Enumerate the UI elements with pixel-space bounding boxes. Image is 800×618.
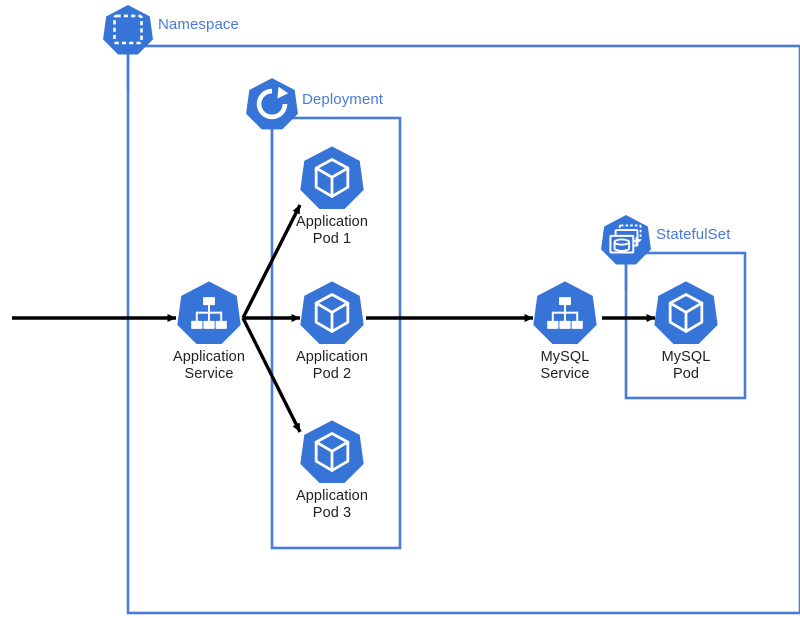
namespace-group-box [126, 44, 800, 615]
application-pod-2-node: Application Pod 2 [262, 347, 402, 383]
application-pod-2-icon [299, 280, 365, 346]
deployment-group-label: Deployment [302, 91, 384, 108]
statefulset-icon [600, 214, 652, 266]
application-pod-1-label: Application Pod 1 [295, 214, 369, 247]
namespace-group-label: Namespace [158, 16, 239, 33]
application-service-label: Application Service [172, 349, 246, 382]
mysql-pod-node: MySQL Pod [616, 347, 756, 383]
application-pod-3-node: Application Pod 3 [262, 486, 402, 522]
mysql-pod-label: MySQL Pod [661, 349, 711, 382]
connector-app-service-to-pod-3 [241, 317, 302, 433]
mysql-pod-icon [653, 280, 719, 346]
connector-app-service-to-pod-1 [241, 204, 302, 319]
application-pod-2-label: Application Pod 2 [295, 349, 369, 382]
application-pod-1-node: Application Pod 1 [262, 212, 402, 248]
application-pod-1-icon [299, 145, 365, 211]
statefulset-group-box [624, 251, 747, 400]
deployment-icon [246, 78, 298, 129]
application-pod-3-icon [299, 419, 365, 485]
application-pod-3-label: Application Pod 3 [295, 488, 369, 521]
mysql-service-label: MySQL Service [540, 349, 590, 382]
mysql-service-node: MySQL Service [495, 347, 635, 383]
mysql-service-icon [533, 281, 597, 345]
application-service-node: Application Service [139, 347, 279, 383]
statefulset-group-label: StatefulSet [656, 226, 731, 243]
application-service-icon [177, 281, 241, 345]
deployment-group-box [270, 116, 402, 550]
